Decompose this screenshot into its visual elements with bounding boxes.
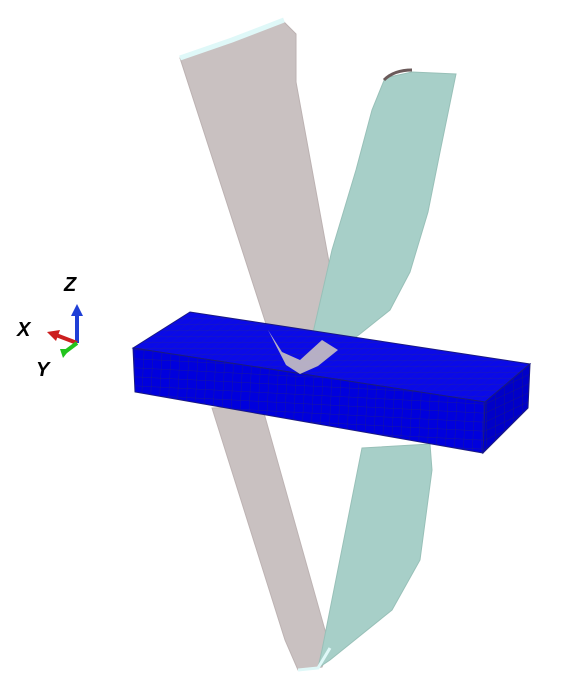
x-axis-line: [55, 333, 78, 345]
upper-blade-right-top-edge: [382, 68, 413, 82]
lower-blade[interactable]: [211, 405, 433, 672]
y-axis-label: Y: [36, 359, 51, 381]
lower-blade-right-face: [317, 443, 433, 670]
upper-blade[interactable]: [179, 17, 457, 376]
axis-triad: Z X Y: [16, 274, 83, 381]
z-axis-label: Z: [63, 274, 77, 296]
x-axis-label: X: [16, 319, 32, 341]
upper-blade-top-edge: [179, 17, 285, 61]
z-axis-arrow: [71, 304, 83, 316]
lower-blade-left-face: [211, 405, 331, 671]
meshed-blank[interactable]: [131, 311, 532, 455]
x-axis-arrow: [47, 330, 60, 341]
blank-side-face: [482, 362, 531, 455]
lower-blade-edge: [297, 647, 332, 672]
upper-blade-tip-front: [268, 330, 338, 374]
y-axis-arrow: [60, 349, 70, 358]
upper-blade-right-face: [303, 71, 457, 373]
